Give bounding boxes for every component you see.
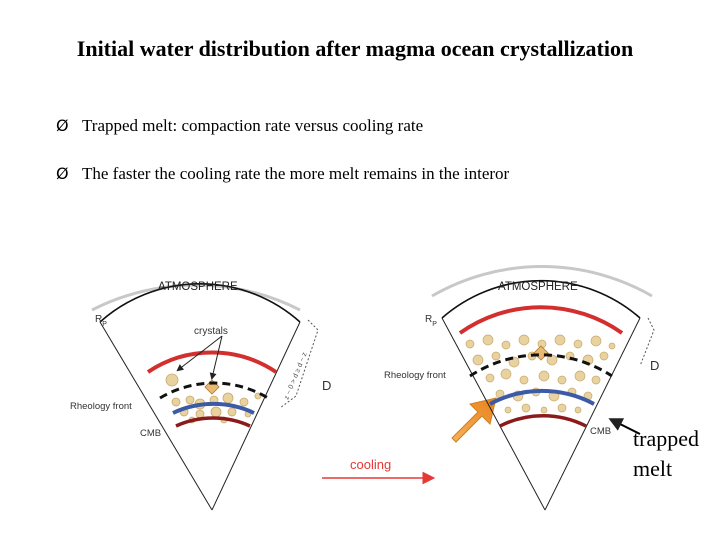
crystal-diamond bbox=[534, 346, 548, 360]
blue-band bbox=[490, 391, 594, 404]
crystal bbox=[196, 410, 204, 418]
crystal bbox=[473, 355, 483, 365]
rp-label: RP bbox=[425, 314, 437, 328]
depth-ticks: z ~ 0 > d ≥ d ~ z bbox=[283, 351, 309, 401]
crystal bbox=[522, 404, 530, 412]
crystal bbox=[483, 335, 493, 345]
red-band bbox=[460, 307, 622, 333]
crystal bbox=[505, 407, 511, 413]
crystal bbox=[539, 371, 549, 381]
crystal bbox=[591, 336, 601, 346]
crystal bbox=[558, 376, 566, 384]
red-band bbox=[148, 353, 276, 372]
right-wedge: ATMOSPHERE RP Rheology front CMB D bbox=[384, 267, 659, 510]
crystal bbox=[502, 341, 510, 349]
crystal bbox=[519, 335, 529, 345]
crystal bbox=[492, 352, 500, 360]
trapped-melt-text: trapped melt bbox=[633, 424, 713, 484]
crystals-label: crystals bbox=[194, 326, 228, 337]
crystal bbox=[211, 407, 221, 417]
crystal bbox=[574, 340, 582, 348]
wedge-edge bbox=[212, 322, 300, 510]
crystal bbox=[486, 374, 494, 382]
atmosphere-label: ATMOSPHERE bbox=[158, 281, 238, 293]
wedge-edge bbox=[442, 318, 545, 510]
crystal bbox=[520, 376, 528, 384]
crystal bbox=[600, 352, 608, 360]
d-label: D bbox=[650, 358, 659, 373]
rp-label: RP bbox=[95, 314, 107, 328]
wedge-edge bbox=[545, 318, 640, 510]
cooling-indicator: cooling bbox=[322, 457, 432, 478]
left-wedge: ATMOSPHERE RP crystals Rheology front CM… bbox=[70, 281, 331, 510]
crystal bbox=[172, 398, 180, 406]
cooling-label: cooling bbox=[350, 457, 391, 472]
cmb-band bbox=[500, 416, 586, 426]
crystal bbox=[501, 369, 511, 379]
crystal bbox=[223, 393, 233, 403]
atmosphere-label: ATMOSPHERE bbox=[498, 281, 578, 293]
cmb-label: CMB bbox=[590, 426, 611, 437]
d-label: D bbox=[322, 378, 331, 393]
rheology-shift-arrow bbox=[452, 398, 496, 442]
crystal bbox=[555, 335, 565, 345]
crystal bbox=[575, 371, 585, 381]
crystal bbox=[466, 340, 474, 348]
trapped-melt-label: trapped melt bbox=[633, 424, 713, 484]
rheology-front-label: Rheology front bbox=[384, 370, 446, 381]
wedge-edge bbox=[100, 322, 212, 510]
crystal bbox=[228, 408, 236, 416]
crystal bbox=[240, 398, 248, 406]
crystal bbox=[541, 407, 547, 413]
rheology-front-label: Rheology front bbox=[70, 401, 132, 412]
cmb-band bbox=[176, 418, 250, 426]
crystal bbox=[609, 343, 615, 349]
cmb-label: CMB bbox=[140, 428, 161, 439]
crystal bbox=[575, 407, 581, 413]
crystal bbox=[592, 376, 600, 384]
crystal bbox=[558, 404, 566, 412]
crystal bbox=[186, 396, 194, 404]
crystal bbox=[166, 374, 178, 386]
